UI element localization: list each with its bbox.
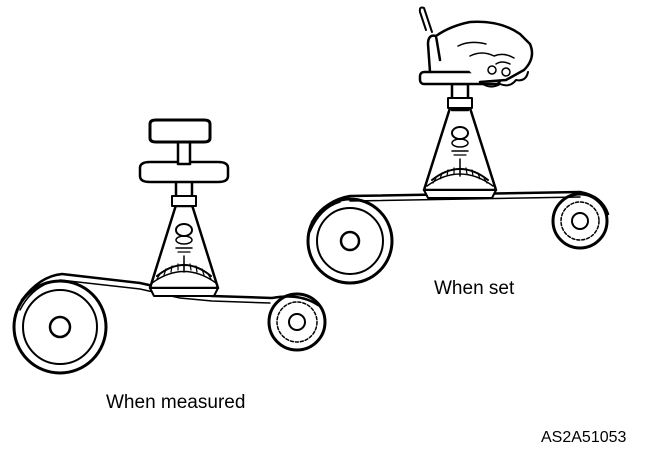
set-gauge [422, 106, 498, 199]
set-small-pulley [551, 192, 609, 250]
figure-code-label: AS2A51053 [541, 429, 627, 446]
measured-illustration [12, 118, 327, 375]
when-measured-label: When measured [106, 392, 246, 413]
set-illustration [306, 6, 610, 285]
measured-t-handle [138, 118, 230, 208]
measured-small-pulley [267, 292, 327, 352]
set-hand [418, 6, 534, 88]
set-large-pulley [306, 197, 394, 285]
measured-large-pulley [12, 279, 108, 375]
measured-gauge [148, 203, 220, 297]
when-set-label: When set [434, 278, 515, 299]
